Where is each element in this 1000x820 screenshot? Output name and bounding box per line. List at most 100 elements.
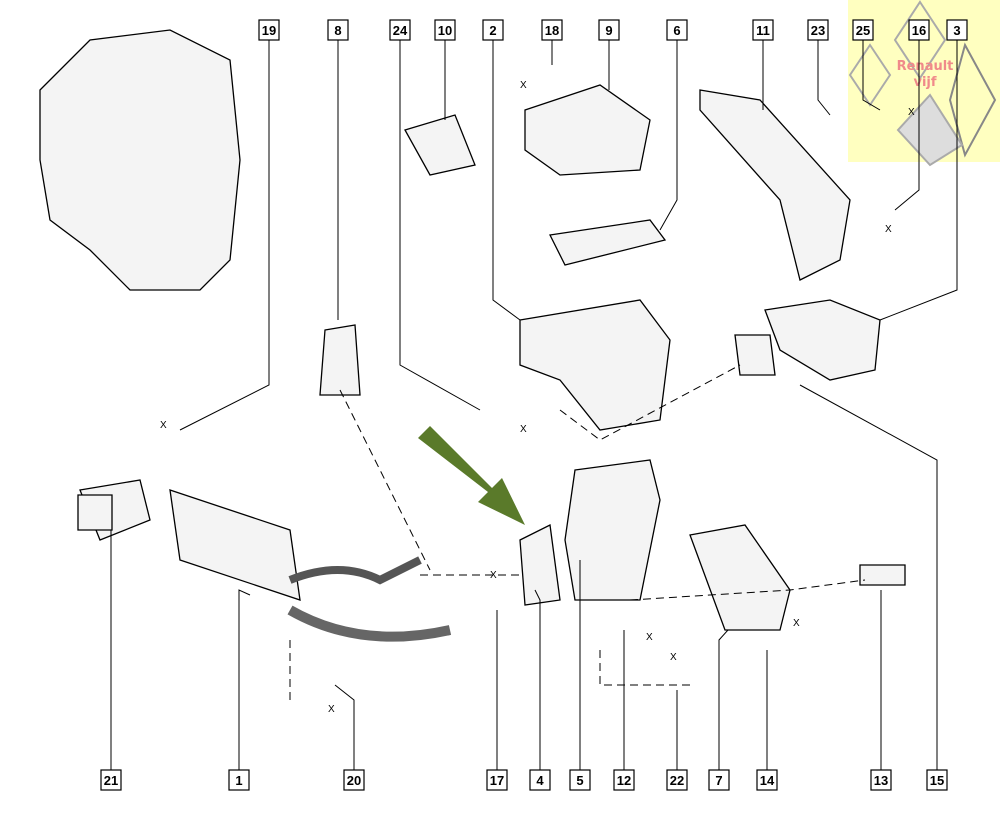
- callout-label: 16: [912, 23, 926, 38]
- callout-box: [708, 769, 730, 791]
- callout-8: 8: [327, 19, 349, 41]
- callout-9: 9: [598, 19, 620, 41]
- callout-box: [666, 769, 688, 791]
- callout-2: 2: [482, 19, 504, 41]
- callout-label: 15: [930, 773, 944, 788]
- callout-label: 5: [576, 773, 583, 788]
- callout-4: 4: [529, 769, 551, 791]
- callout-1: 1: [228, 769, 250, 791]
- callout-13: 13: [870, 769, 892, 791]
- callout-label: 20: [347, 773, 361, 788]
- leader-line-3: [879, 40, 958, 321]
- callout-22: 22: [666, 769, 688, 791]
- callout-12: 12: [613, 769, 635, 791]
- callout-label: 2: [489, 23, 496, 38]
- callout-box: [852, 19, 874, 41]
- callout-box: [327, 19, 349, 41]
- callout-box: [807, 19, 829, 41]
- egr-cooler: [169, 489, 301, 601]
- leader-line-24: [399, 40, 481, 411]
- callout-24: 24: [389, 19, 411, 41]
- callout-label: 10: [438, 23, 452, 38]
- dimension-x-label: X: [520, 424, 527, 435]
- callout-box: [389, 19, 411, 41]
- callout-box: [343, 769, 365, 791]
- callout-17: 17: [486, 769, 508, 791]
- leader-line-19: [179, 40, 270, 431]
- callout-label: 9: [605, 23, 612, 38]
- callout-19: 19: [258, 19, 280, 41]
- callout-label: 3: [953, 23, 960, 38]
- leader-line-16: [894, 40, 920, 211]
- gasket-6: [549, 219, 667, 266]
- callout-box: [228, 769, 250, 791]
- callout-box: [613, 769, 635, 791]
- callout-label: 22: [670, 773, 684, 788]
- throttle-body-5: [564, 459, 661, 601]
- gasket-4: [519, 524, 561, 606]
- callout-5: 5: [569, 769, 591, 791]
- leader-line-1: [238, 589, 251, 770]
- callout-box: [946, 19, 968, 41]
- egr-valve-9: [524, 84, 651, 176]
- callout-14: 14: [756, 769, 778, 791]
- callout-16: 16: [908, 19, 930, 41]
- leader-line-2: [492, 40, 521, 321]
- dimension-x-label: X: [793, 618, 800, 629]
- callout-23: 23: [807, 19, 829, 41]
- dimension-x-label: X: [328, 704, 335, 715]
- egr-cooler-hose: [287, 605, 452, 642]
- gasket-21: [77, 494, 113, 531]
- callout-label: 21: [104, 773, 118, 788]
- callout-label: 14: [760, 773, 775, 788]
- callout-box: [870, 769, 892, 791]
- gasket-8: [319, 324, 361, 396]
- callout-label: 1: [235, 773, 242, 788]
- callout-3: 3: [946, 19, 968, 41]
- callout-6: 6: [666, 19, 688, 41]
- callout-box: [258, 19, 280, 41]
- callout-label: 24: [393, 23, 408, 38]
- callout-11: 11: [752, 19, 774, 41]
- watermark-line1: Renault: [897, 59, 954, 74]
- callout-label: 4: [536, 773, 544, 788]
- callout-box: [100, 769, 122, 791]
- callout-label: 17: [490, 773, 504, 788]
- renault-logo-watermark: [848, 0, 997, 167]
- callout-label: 18: [545, 23, 559, 38]
- egr-cooler-pipe: [288, 556, 422, 585]
- callout-box: [434, 19, 456, 41]
- callout-label: 12: [617, 773, 631, 788]
- callout-18: 18: [541, 19, 563, 41]
- callout-25: 25: [852, 19, 874, 41]
- egr-housing-2: [519, 299, 671, 431]
- callout-box: [756, 769, 778, 791]
- leader-line-7: [718, 629, 729, 770]
- dimension-x-label: X: [520, 80, 527, 91]
- callout-box: [598, 19, 620, 41]
- callout-label: 7: [715, 773, 722, 788]
- callout-box: [666, 19, 688, 41]
- intake-pipe-7: [689, 524, 791, 631]
- callout-label: 25: [856, 23, 870, 38]
- callout-label: 19: [262, 23, 276, 38]
- clamp-13: [859, 564, 906, 586]
- clamp-15: [734, 334, 776, 376]
- dimension-x-label: X: [490, 570, 497, 581]
- callout-label: 13: [874, 773, 888, 788]
- engine-illustration: [39, 29, 241, 291]
- dimension-x-label: X: [908, 107, 915, 118]
- dimension-x-label: X: [670, 652, 677, 663]
- bracket-10: [404, 114, 476, 176]
- dimension-x-label: X: [160, 420, 167, 431]
- callout-21: 21: [100, 769, 122, 791]
- leader-line-4: [534, 589, 541, 770]
- callout-box: [908, 19, 930, 41]
- callout-label: 11: [756, 23, 770, 38]
- callout-box: [926, 769, 948, 791]
- dimension-x-label: X: [646, 632, 653, 643]
- leader-line-15: [799, 384, 938, 770]
